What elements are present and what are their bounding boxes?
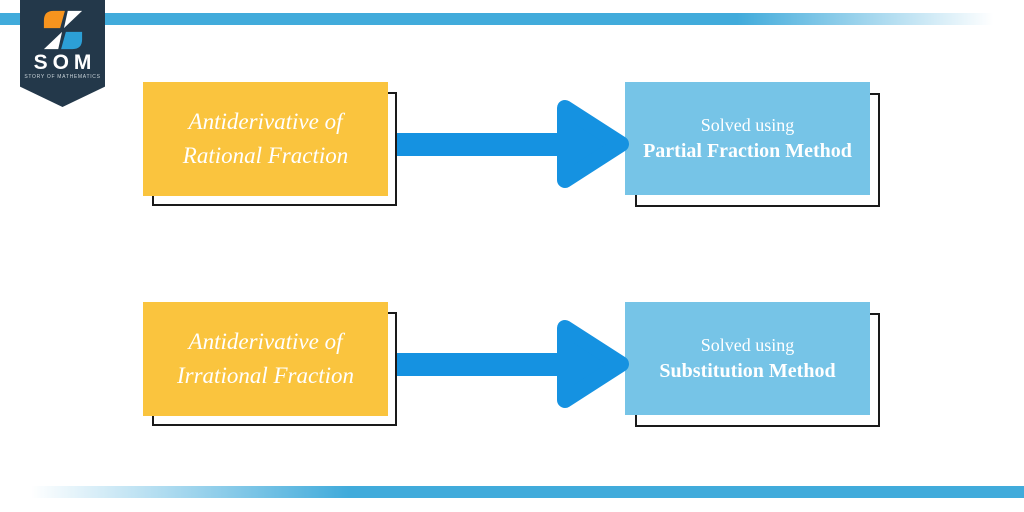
source-box-line2: Rational Fraction: [182, 143, 349, 168]
source-box-rational: Antiderivative of Rational Fraction: [143, 82, 388, 196]
logo-acronym: SOM: [33, 51, 97, 74]
result-box-line2: Partial Fraction Method: [643, 139, 852, 162]
result-box-line1: Solved using: [700, 334, 795, 355]
result-box-substitution: Solved using Substitution Method: [625, 302, 870, 415]
flow-arrow-icon: [397, 100, 629, 188]
flow-row-irrational: Antiderivative of Irrational Fraction So…: [0, 302, 1024, 442]
source-box-line1: Antiderivative of: [188, 329, 343, 354]
result-box-line2: Substitution Method: [659, 359, 836, 382]
logo-tagline: STORY OF MATHEMATICS: [24, 74, 101, 80]
source-box-irrational: Antiderivative of Irrational Fraction: [143, 302, 388, 416]
top-accent-bar: [0, 13, 1024, 25]
source-box-line2: Irrational Fraction: [177, 363, 354, 388]
som-logo-pennant: SOM STORY OF MATHEMATICS: [20, 0, 105, 107]
flow-row-rational: Antiderivative of Rational Fraction Solv…: [0, 82, 1024, 222]
bottom-accent-bar: [0, 486, 1024, 498]
source-box-line1: Antiderivative of: [188, 109, 343, 134]
flow-arrow-icon: [397, 320, 629, 408]
result-box-partial-fraction: Solved using Partial Fraction Method: [625, 82, 870, 195]
result-box-line1: Solved using: [700, 114, 795, 135]
som-pinwheel-icon: [43, 10, 82, 50]
